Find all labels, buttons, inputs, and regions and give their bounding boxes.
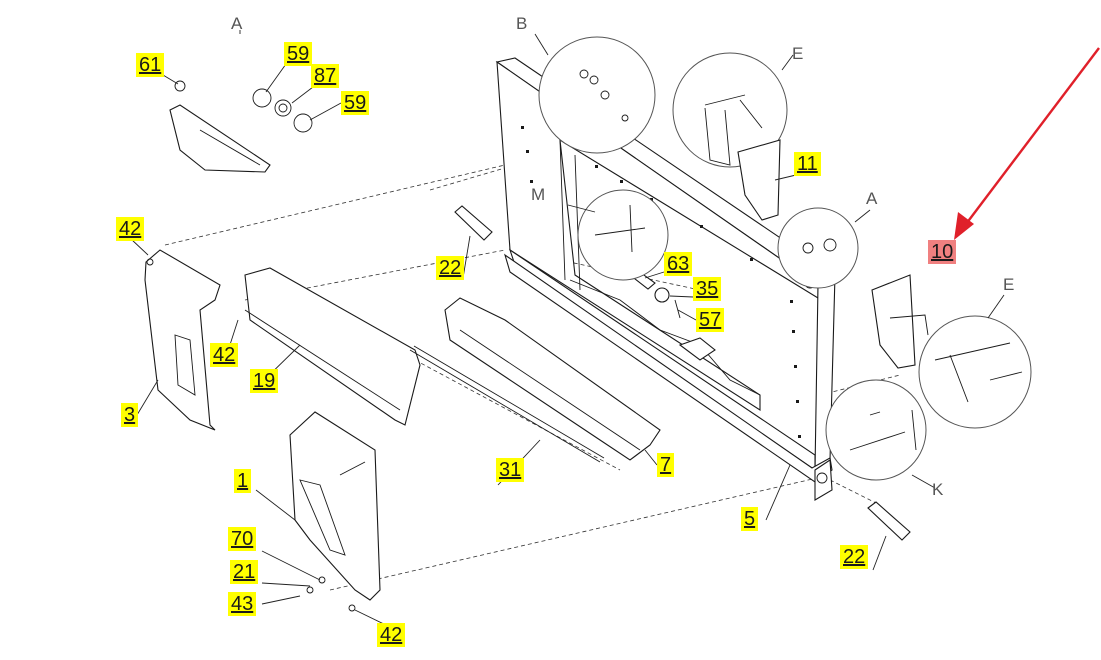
detail-circles — [538, 36, 1032, 481]
detail-circle-contents — [579, 69, 1023, 451]
callout-11[interactable]: 11 — [794, 152, 821, 176]
callout-21[interactable]: 21 — [230, 560, 259, 584]
callout-22-upper[interactable]: 22 — [436, 256, 465, 280]
frame-holes — [521, 126, 801, 438]
callout-22-lower[interactable]: 22 — [840, 545, 869, 569]
callout-61[interactable]: 61 — [136, 53, 165, 77]
callout-70[interactable]: 70 — [228, 527, 257, 551]
callout-7[interactable]: 7 — [657, 453, 675, 477]
callout-42-mid[interactable]: 42 — [210, 343, 239, 367]
callout-57[interactable]: 57 — [696, 308, 725, 332]
callout-10-selected[interactable]: 10 — [928, 240, 957, 264]
part-3-plate — [144, 249, 221, 431]
callout-35[interactable]: 35 — [693, 277, 722, 301]
red-arrow — [954, 47, 1100, 240]
view-label-a-top: A — [231, 14, 243, 33]
view-label-k: K — [932, 480, 944, 499]
part-7-and-31 — [409, 297, 661, 463]
part-22-pins — [454, 205, 911, 541]
view-label-m: M — [531, 185, 546, 204]
callout-42-left[interactable]: 42 — [116, 217, 145, 241]
view-label-e-top: E — [792, 44, 804, 63]
callout-31[interactable]: 31 — [496, 458, 525, 482]
leader-lines — [130, 30, 1005, 626]
callout-3[interactable]: 3 — [121, 403, 139, 427]
callout-5[interactable]: 5 — [741, 507, 759, 531]
callout-87[interactable]: 87 — [311, 64, 340, 88]
callout-59-upper[interactable]: 59 — [284, 42, 313, 66]
part-1-plate — [289, 411, 381, 612]
callout-19[interactable]: 19 — [250, 369, 279, 393]
callout-59-lower[interactable]: 59 — [341, 91, 370, 115]
part-19-plate — [244, 267, 421, 426]
view-label-e-right: E — [1003, 275, 1015, 294]
callout-42-bottom[interactable]: 42 — [377, 623, 406, 647]
callout-43[interactable]: 43 — [228, 592, 257, 616]
detail-a-parts — [169, 80, 313, 173]
callout-63[interactable]: 63 — [664, 252, 693, 276]
view-label-a-right: A — [866, 189, 878, 208]
callout-1[interactable]: 1 — [234, 469, 252, 493]
view-label-b: B — [516, 14, 528, 33]
